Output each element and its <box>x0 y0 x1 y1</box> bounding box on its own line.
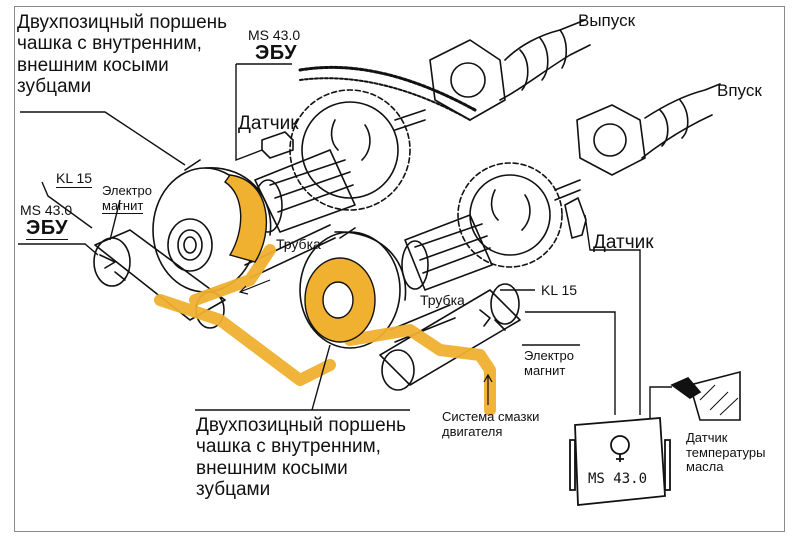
label-oil-temp-sensor-line3: масла <box>686 459 724 475</box>
label-solenoid-right: Электро магнит <box>524 348 574 378</box>
timing-chain <box>298 65 477 112</box>
label-solenoid-left-line2: магнит <box>102 197 144 215</box>
label-piston-bottom: Двухпозицный поршень чашка с внутренним,… <box>196 415 406 500</box>
sensor-block-top <box>261 131 294 159</box>
label-lube-system: Система смазки двигателя <box>442 409 540 439</box>
label-solenoid-left: Электро магнит <box>102 183 152 215</box>
label-piston-bottom-line1: Двухпозицный поршень <box>196 415 407 436</box>
label-lube-system-line2: двигателя <box>442 423 503 439</box>
oil-passages <box>154 244 496 416</box>
label-oil-temp-sensor-line2: температуры <box>686 444 766 460</box>
label-solenoid-right-line2: магнит <box>524 362 566 378</box>
label-kl15-right: KL 15 <box>541 282 578 298</box>
diagram-frame <box>14 6 785 532</box>
flow-arrows <box>238 279 493 405</box>
label-piston-bottom-line2: чашка с внутренним, <box>196 436 381 458</box>
oil-temp-sensor <box>670 370 741 421</box>
label-piston-bottom-line4: зубцами <box>196 478 271 500</box>
label-kl15-left: KL 15 <box>56 170 93 188</box>
upper-splined-shaft <box>253 149 356 233</box>
label-ecu-top-model: MS 43.0 <box>248 27 301 43</box>
ecu-box <box>569 417 671 506</box>
right-solenoid <box>379 283 521 391</box>
label-tube-left: Трубка <box>276 236 321 252</box>
label-solenoid-left-line1: Электро <box>102 183 152 198</box>
label-piston-top-line4: зубцами <box>17 75 92 97</box>
oil-chambers <box>224 174 376 343</box>
leader-lines <box>18 63 672 418</box>
label-ecu-left-model: MS 43.0 <box>20 202 73 218</box>
label-piston-top-line1: Двухпозицный поршень <box>17 12 228 33</box>
intake-camshaft <box>576 83 721 176</box>
upper-sprocket <box>289 89 426 211</box>
label-ecu-top-name: ЭБУ <box>255 42 298 64</box>
label-piston-top-line3: внешним косыми <box>17 54 169 76</box>
label-lube-system-line1: Система смазки <box>442 409 540 424</box>
label-tube-right: Трубка <box>420 292 465 308</box>
label-sensor-top: Датчик <box>238 113 299 134</box>
label-intake: Впуск <box>717 81 762 100</box>
label-solenoid-right-line1: Электро <box>524 348 574 363</box>
lower-sprocket <box>457 162 581 268</box>
label-oil-temp-sensor: Датчик температуры масла <box>686 430 766 475</box>
label-ecu-box: MS 43.0 <box>588 471 648 487</box>
label-exhaust: Выпуск <box>578 11 636 30</box>
label-ecu-left-name: ЭБУ <box>26 217 69 241</box>
exhaust-camshaft <box>429 19 591 121</box>
label-piston-top-line2: чашка с внутренним, <box>17 33 202 55</box>
sensor-block-right <box>564 197 587 239</box>
label-oil-temp-sensor-line1: Датчик <box>686 430 728 445</box>
label-piston-bottom-line3: внешним косыми <box>196 457 348 479</box>
label-sensor-right: Датчик <box>593 232 654 253</box>
lower-splined-shaft <box>401 214 493 291</box>
lower-piston-housing <box>299 227 407 349</box>
label-piston-top: Двухпозицный поршень чашка с внутренним,… <box>17 12 227 97</box>
